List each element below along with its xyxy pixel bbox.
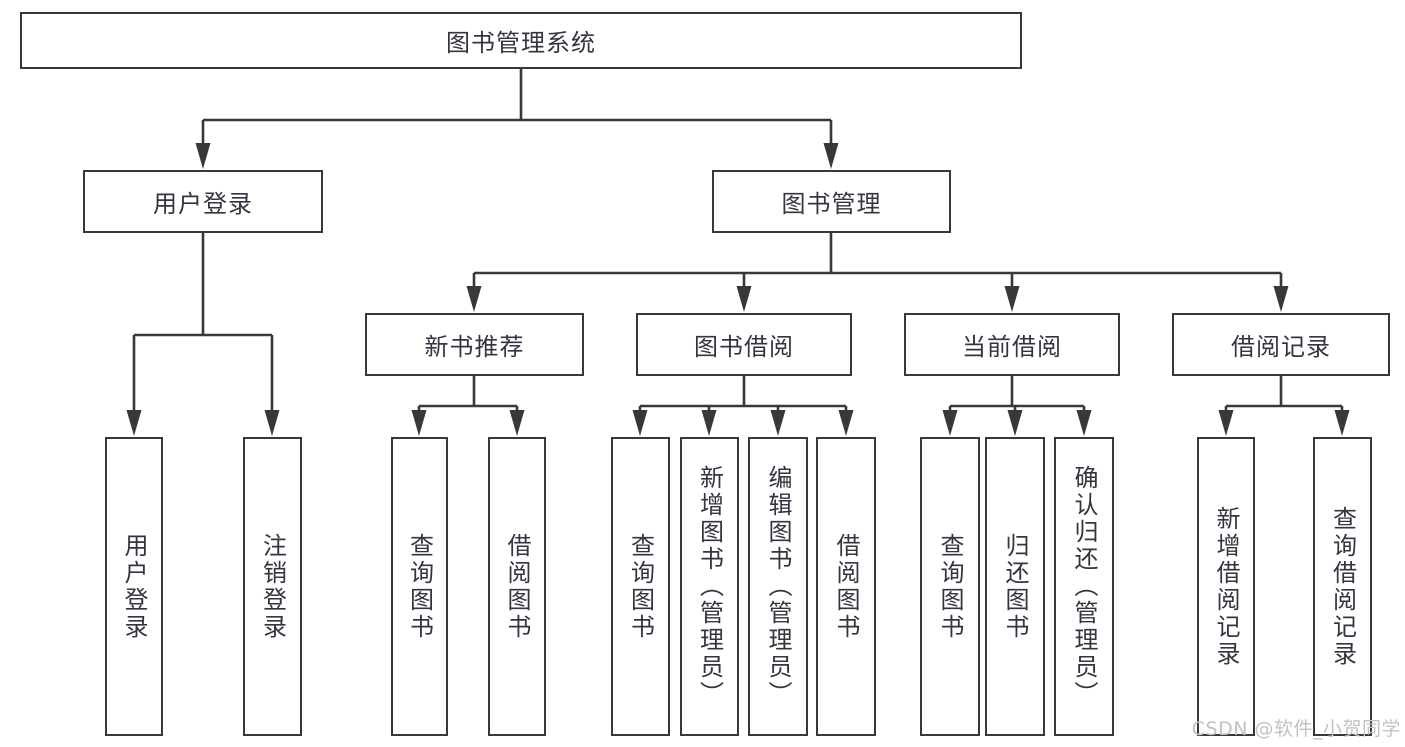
arrowhead [1273,286,1289,312]
leaf-borrow-borrow-book: 借阅图书 [816,437,876,736]
leaf-logout: 注销登录 [243,437,302,736]
arrowhead [736,286,752,312]
leaf-recommend-query-book: 查询图书 [391,437,448,736]
node-root: 图书管理系统 [20,12,1022,69]
leaf-borrow-query-book: 查询图书 [611,437,670,736]
arrowhead [509,410,525,436]
arrowhead [126,410,142,436]
leaf-records-add-record: 新增借阅记录 [1197,437,1255,736]
arrowhead [1007,410,1023,436]
arrowhead [770,410,786,436]
arrowhead [1076,410,1092,436]
arrowhead [632,410,648,436]
arrowhead [411,410,427,436]
node-new-book-recommend: 新书推荐 [365,313,584,376]
leaf-borrow-add-book-admin: 新增图书（管理员） [680,437,739,736]
leaf-current-return-book: 归还图书 [985,437,1045,736]
arrowhead [838,410,854,436]
leaf-user-login: 用户登录 [105,437,163,736]
node-user-login: 用户登录 [83,170,323,233]
node-current-borrow: 当前借阅 [904,313,1120,376]
leaf-recommend-borrow-book: 借阅图书 [488,437,546,736]
arrowhead [942,410,958,436]
arrowhead [1334,410,1350,436]
csdn-watermark: CSDN @软件_小贺同学 [1191,718,1401,740]
arrowhead [195,143,211,169]
node-borrow-records: 借阅记录 [1172,313,1390,376]
leaf-records-query-record: 查询借阅记录 [1313,437,1372,736]
arrowhead [264,410,280,436]
node-book-management: 图书管理 [712,170,951,233]
leaf-current-confirm-return-admin: 确认归还（管理员） [1054,437,1114,736]
arrowhead [701,410,717,436]
arrowhead [1218,410,1234,436]
arrowhead [466,286,482,312]
node-book-borrow: 图书借阅 [636,313,852,376]
leaf-current-query-book: 查询图书 [920,437,980,736]
arrowhead [1004,286,1020,312]
leaf-borrow-edit-book-admin: 编辑图书（管理员） [748,437,808,736]
arrowhead [823,143,839,169]
